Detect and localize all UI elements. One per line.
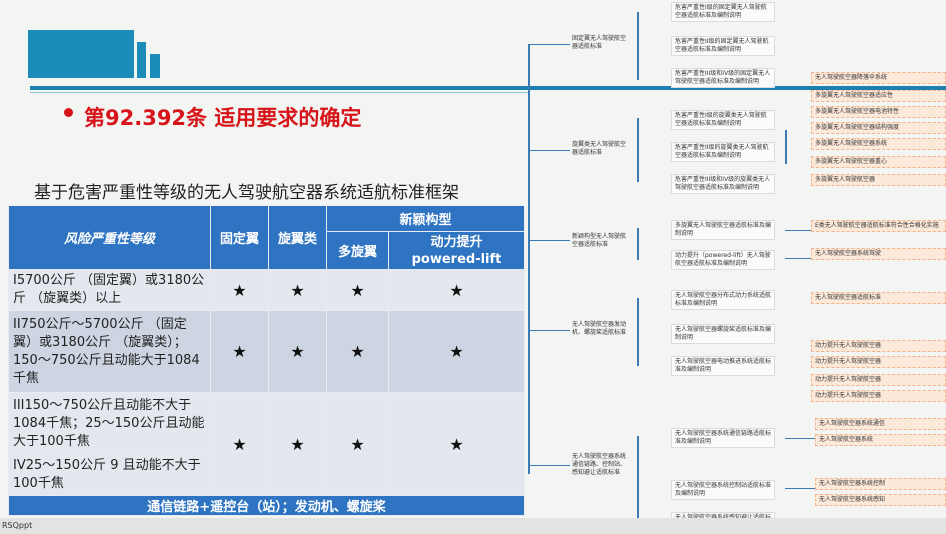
tree-l3-node: 无人驾驶航空器系统 [815, 434, 946, 446]
header-rule [30, 86, 946, 90]
table-title: 基于危害严重性等级的无人驾驶航空器系统适航标准框架 [34, 183, 459, 203]
star-mark: ★ [210, 310, 269, 393]
star-mark: ★ [210, 269, 269, 311]
tree-l3-node: 无人驾驶航空器系统感知 [815, 494, 946, 506]
tree-l2-node: 无人驾驶航空器电动推进系统适航标准及编制说明 [671, 356, 775, 376]
connector [637, 228, 639, 260]
tree-l2-node: 无人驾驶航空器系统通信链路适航标准及编制说明 [671, 428, 775, 448]
connector [637, 12, 639, 80]
tree-l2-node: 危害严重性III级和IV级的旋翼类无人驾驶航空器适航标准及编制说明 [671, 174, 775, 194]
header-fixed-wing: 固定翼 [210, 205, 269, 270]
slide-heading: 第92.392条 适用要求的确定 [84, 106, 362, 130]
tree-l3-node: 多旋翼无人驾驶航空器重心 [811, 156, 946, 168]
connector [785, 438, 815, 439]
tree-l2-node: 无人驾驶航空器螺旋桨适航标准及编制说明 [671, 324, 775, 344]
tree-l2-node: 动力提升（powered-lift）无人驾驶航空器适航标准及编制说明 [671, 250, 775, 270]
star-mark: ★ [268, 269, 327, 311]
header-multirotor: 多旋翼 [326, 231, 389, 270]
logo-bar [150, 54, 160, 78]
connector [530, 330, 570, 331]
logo-bar [137, 42, 146, 78]
connector [785, 488, 815, 489]
connector [530, 150, 570, 151]
header-novel-config: 新颖构型 [325, 205, 526, 232]
connector [785, 258, 815, 259]
header-rule-thin [30, 92, 530, 93]
tree-l3-node: 动力提升无人驾驶航空器 [811, 374, 946, 386]
tree-l3-node: 多旋翼无人驾驶航空器 [811, 174, 946, 186]
tree-l3-node: 无人驾驶航空器系统通信 [815, 418, 946, 430]
row-label: II750公斤～5700公斤 （固定翼）或3180公斤 （旋翼类）；150～75… [8, 310, 211, 393]
taskbar [0, 518, 946, 534]
tree-l3-node: 无人驾驶航空器系统控制 [815, 478, 946, 490]
row-label: I5700公斤 （固定翼）或3180公斤 （旋翼类）以上 [8, 269, 211, 311]
tree-l3-node: 多旋翼无人驾驶航空器电池特性 [811, 106, 946, 118]
tree-l2-node: 危害严重性II级的旋翼类无人驾驶航空器适航标准及编制说明 [671, 142, 775, 162]
star-mark: ★ [387, 392, 526, 496]
star-mark: ★ [268, 392, 327, 496]
row-label: III150～750公斤且动能不大于1084千焦；25～150公斤且动能大于10… [8, 392, 211, 455]
connector [530, 465, 570, 466]
star-mark: ★ [387, 310, 526, 393]
tree-l2-node: 无人驾驶航空器分布式动力系统适航标准及编制说明 [671, 290, 775, 310]
tree-l3-node: 多旋翼无人驾驶航空器系统 [811, 138, 946, 150]
tree-l3-node: 动力提升无人驾驶航空器 [811, 340, 946, 352]
connector [637, 118, 639, 182]
table-footer: 通信链路+遥控台（站）；发动机、螺旋桨 [7, 495, 526, 516]
bullet-icon [64, 108, 73, 117]
tree-l2-node: 危害严重性II级的固定翼无人驾驶航空器适航标准及编制说明 [671, 36, 775, 56]
tree-l1-node: 旋翼类无人驾驶航空器适航标准 [572, 141, 627, 156]
tree-l2-node: 无人驾驶航空器系统控制站适航标准及编制说明 [671, 480, 775, 500]
tree-l2-node: 危害严重性I级的固定翼无人驾驶航空器适航标准及编制说明 [671, 2, 775, 22]
connector [637, 298, 639, 366]
connector [530, 240, 570, 241]
tree-l2-node: 危害严重性I级的旋翼类无人驾驶航空器适航标准及编制说明 [671, 110, 775, 130]
standard-framework-table: 风险严重性等级 固定翼 旋翼类 新颖构型 多旋翼 动力提升 powered-li… [7, 205, 526, 516]
star-mark: ★ [268, 310, 327, 393]
tree-l3-node: 多旋翼无人驾驶航空器结构强度 [811, 122, 946, 134]
star-mark: ★ [326, 269, 389, 311]
tree-l3-node: 无人驾驶航空器适航标准 [811, 292, 946, 304]
star-mark: ★ [326, 310, 389, 393]
header-risk: 风险严重性等级 [8, 205, 211, 270]
connector [785, 230, 815, 231]
logo-block [28, 30, 134, 78]
tree-l3-node: 无人驾驶航空器系统驾驶 [811, 248, 946, 260]
tree-l3-node: E类无人驾驶航空器适航标准符合性合格化实施 [811, 220, 946, 232]
taskbar-app-label[interactable]: RSQppt [2, 521, 33, 530]
tree-l2-node: 多旋翼无人驾驶航空器适航标准及编制说明 [671, 220, 775, 240]
star-mark: ★ [210, 392, 269, 496]
tree-l3-node: 动力提升无人驾驶航空器 [811, 390, 946, 402]
tree-l1-node: 无人驾驶航空器发动机、螺旋桨适航标准 [572, 321, 627, 336]
header-powered-lift: 动力提升 powered-lift [387, 231, 526, 270]
tree-l2-node: 危害严重性III级和IV级的固定翼无人驾驶航空器适航标准及编制说明 [671, 68, 775, 88]
tree-l1-node: 新颖构型无人驾驶航空器适航标准 [572, 233, 627, 248]
tree-l1-node: 无人驾驶航空器系统通信链路、控制站、感知避让适航标准 [572, 453, 627, 476]
connector [637, 436, 639, 520]
tree-l3-node: 动力提升无人驾驶航空器 [811, 356, 946, 368]
standards-tree: 固定翼无人驾驶航空器适航标准 旋翼类无人驾驶航空器适航标准 新颖构型无人驾驶航空… [525, 0, 946, 534]
tree-l1-node: 固定翼无人驾驶航空器适航标准 [572, 35, 627, 50]
connector [530, 44, 570, 45]
tree-l3-node: 多旋翼无人驾驶航空器适应性 [811, 90, 946, 102]
star-mark: ★ [387, 269, 526, 311]
star-mark: ★ [326, 392, 389, 496]
connector [785, 130, 787, 164]
tree-trunk [528, 44, 530, 474]
header-rotorcraft: 旋翼类 [268, 205, 327, 270]
row-label: IV25～150公斤 9 且动能不大于100千焦 [8, 454, 211, 496]
tree-l3-node: 无人驾驶航空器降落伞系统 [811, 72, 946, 84]
